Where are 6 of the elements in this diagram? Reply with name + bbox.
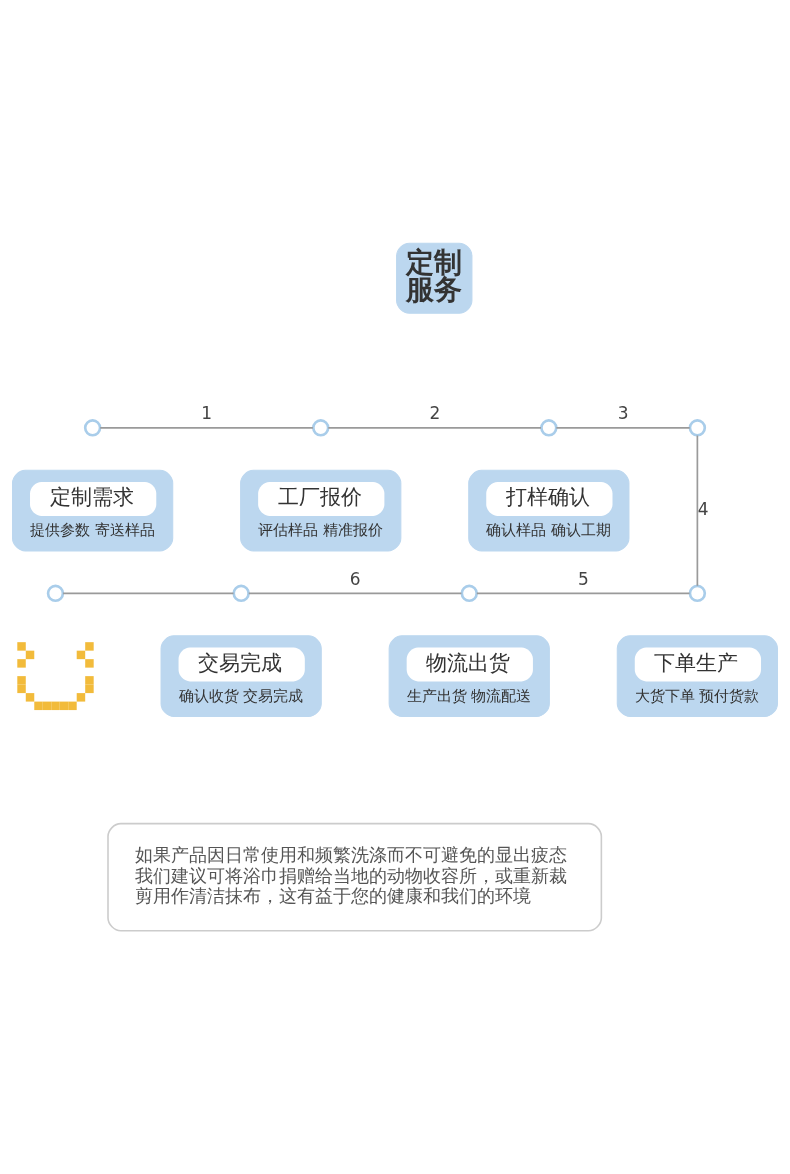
edge-label: 3: [617, 403, 629, 424]
edge-label: 1: [201, 403, 213, 424]
edge-label: 2: [429, 403, 441, 424]
edge-label: 4: [697, 498, 709, 519]
edge-label: 5: [577, 568, 589, 589]
edge-label: 6: [349, 568, 361, 589]
